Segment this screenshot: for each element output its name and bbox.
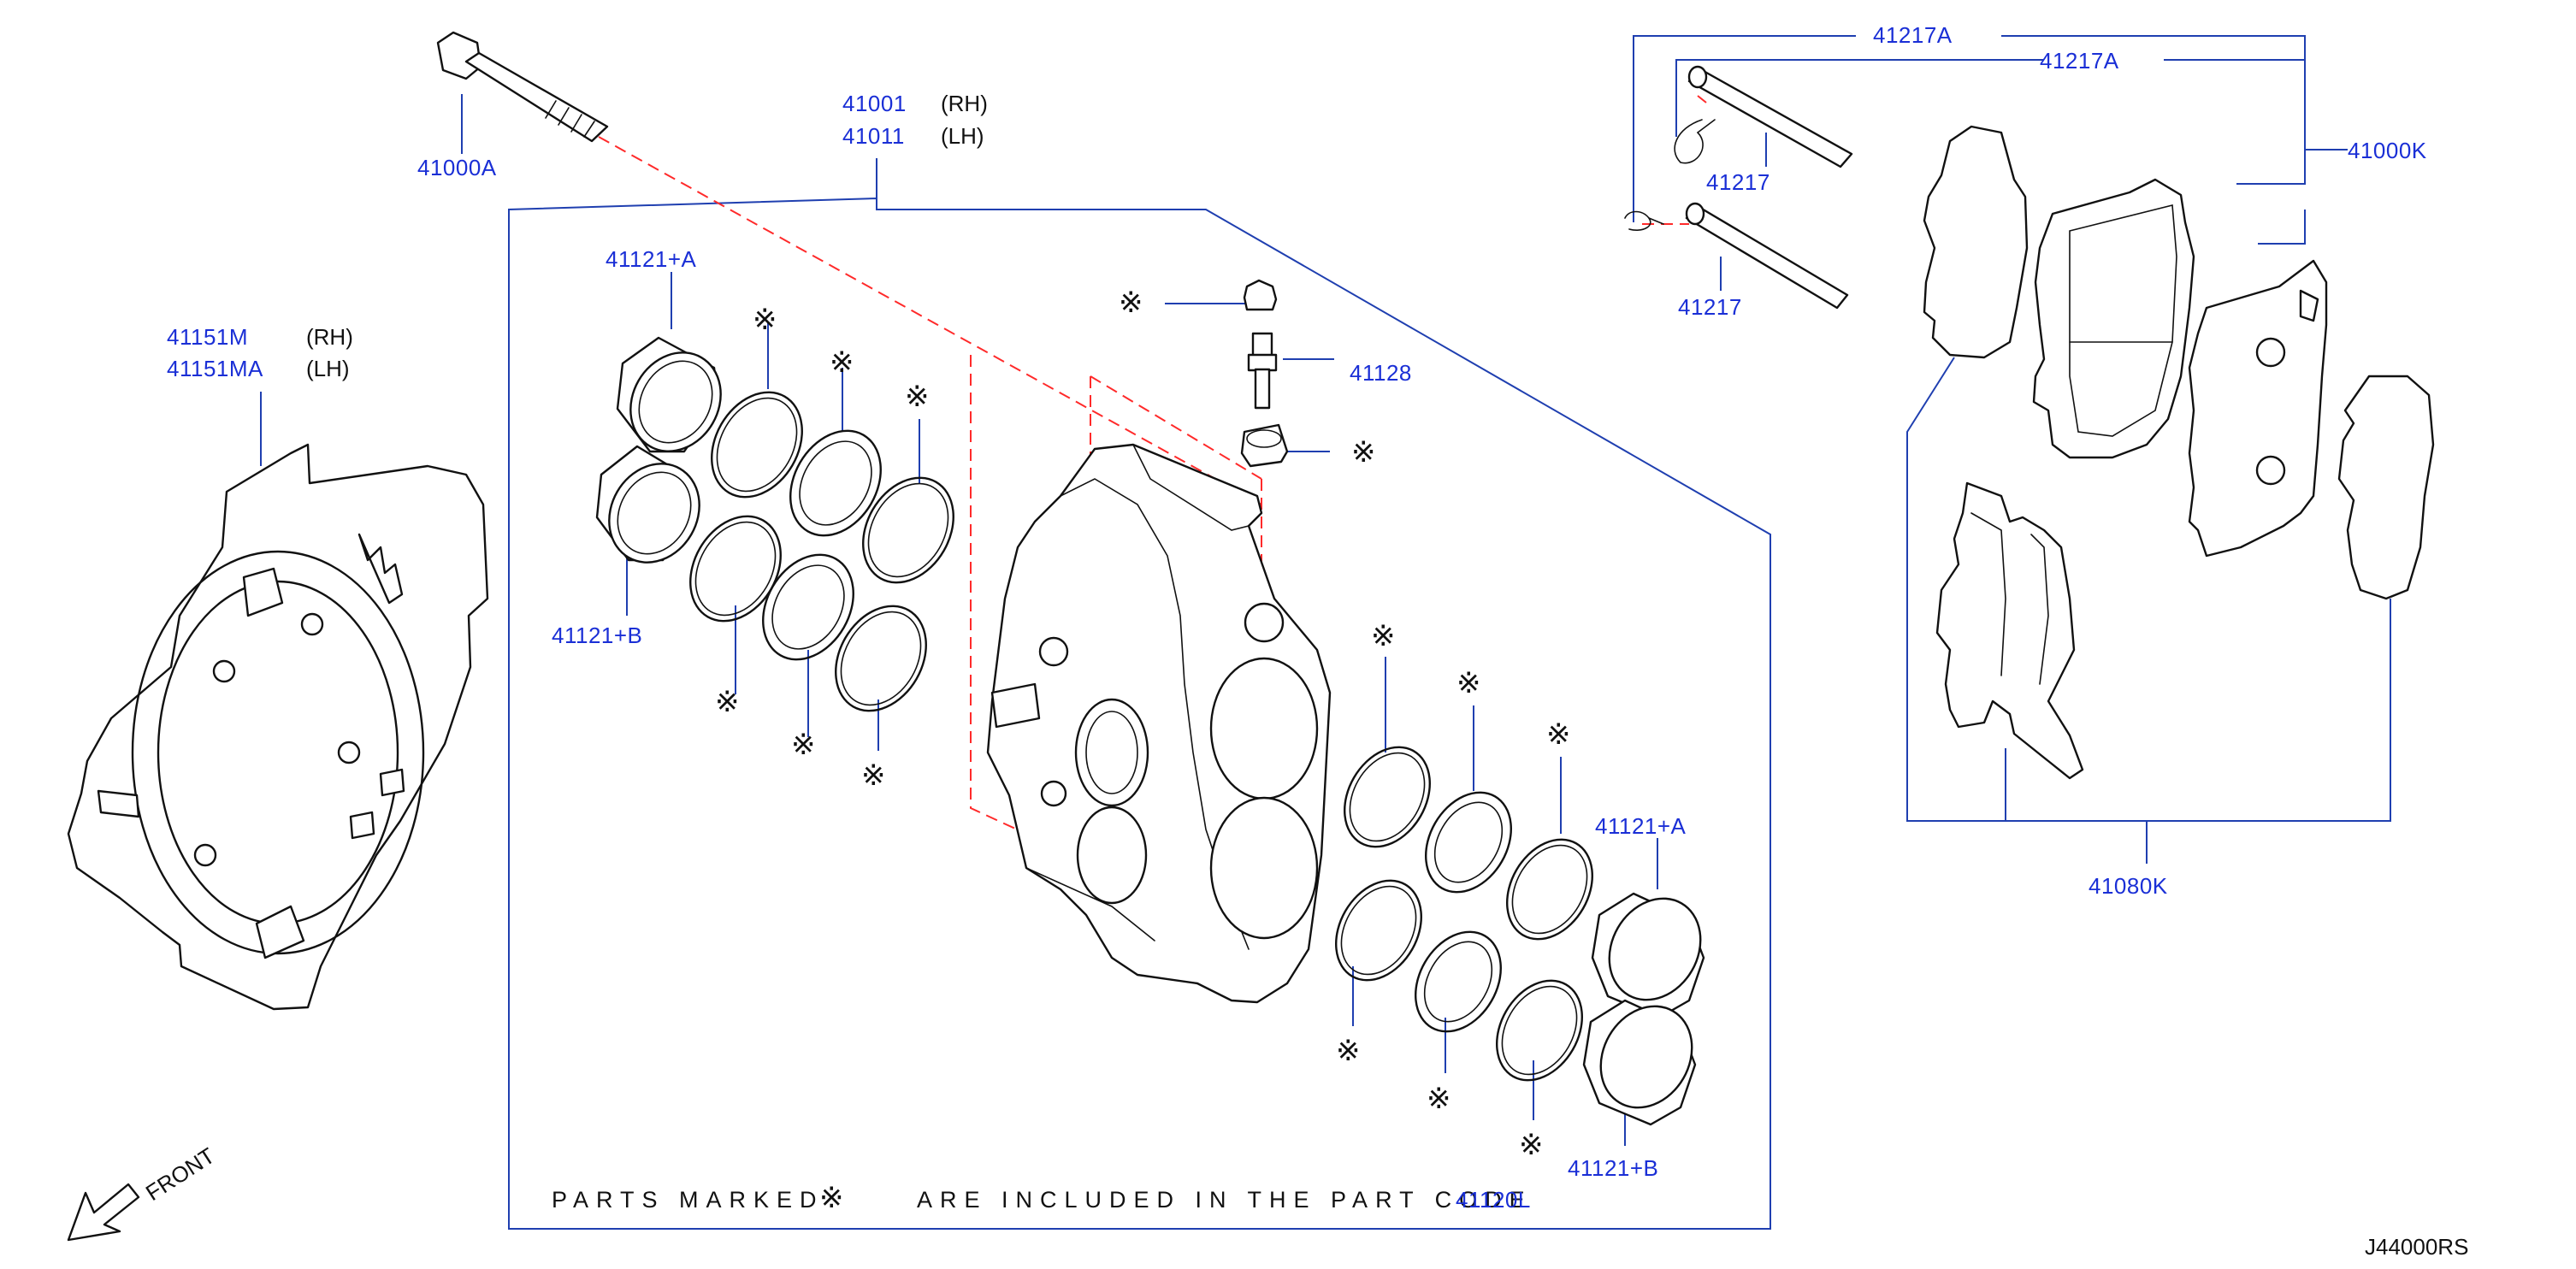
label-bolt: 41000A (417, 155, 497, 180)
label-lh: (LH) (941, 123, 984, 149)
label-pin-2: 41217 (1678, 294, 1742, 320)
piston-right-upper (1591, 892, 1705, 1019)
label-shield-rh: 41151M (167, 324, 248, 350)
label-bleeder: 41128 (1350, 360, 1412, 386)
mark-icon: ※ (1351, 436, 1376, 469)
brake-pad-outer (2032, 178, 2195, 459)
seals-left (689, 391, 954, 712)
mark-icon: ※ (1336, 1035, 1361, 1067)
label-shield-lh: 41151MA (167, 356, 263, 381)
pad-pin-lower (1685, 202, 1849, 310)
label-piston-a-left: 41121+A (606, 246, 697, 272)
piston-left-upper (616, 336, 722, 453)
mark-icon: ※ (1119, 286, 1143, 319)
front-arrow-icon (67, 1183, 140, 1242)
front-label: FRONT (141, 1142, 220, 1206)
caliper-bolt (436, 31, 609, 143)
label-pin-a-2: 41217A (2040, 48, 2119, 74)
bleeder-cap (1243, 279, 1278, 311)
mark-icon: ※ (753, 304, 777, 336)
piston-right-lower (1582, 999, 1697, 1126)
label-shield-rh-side: (RH) (306, 324, 353, 350)
note-mark-icon: ※ (819, 1182, 844, 1214)
label-shield-lh-side: (LH) (306, 356, 350, 381)
mark-icon: ※ (1456, 667, 1481, 699)
caliper-body (986, 443, 1332, 1004)
label-piston-b-right: 41121+B (1568, 1155, 1658, 1181)
mark-icon: ※ (1371, 620, 1396, 652)
brake-pad-inner (2188, 259, 2328, 558)
diagram-code: J44000RS (2365, 1234, 2468, 1260)
label-rh: (RH) (941, 91, 988, 116)
bleeder-screw (1247, 332, 1278, 410)
mark-icon: ※ (1519, 1129, 1544, 1161)
mark-icon: ※ (905, 381, 930, 413)
pin-clip-lower (1624, 210, 1664, 231)
mark-icon: ※ (1546, 718, 1571, 751)
bleeder-sleeve (1240, 423, 1289, 468)
label-pad-kit: 41000K (2348, 138, 2427, 163)
mark-icon: ※ (830, 346, 854, 379)
seals-right (1335, 746, 1593, 1082)
label-piston-a-right: 41121+A (1595, 813, 1687, 839)
part-labels: 41000A 41001 (RH) 41011 (LH) 41151M (RH)… (167, 22, 2427, 1181)
pad-hardware-clip (1935, 481, 2084, 780)
note-line: PARTS MARKED ARE INCLUDED IN THE PART CO… (552, 1187, 1533, 1213)
pad-pin-upper (1687, 65, 1853, 168)
reference-marks: ※ ※ ※ ※ ※ ※ ※ ※ ※ ※ ※ ※ ※ ※ ※ (715, 286, 1571, 1214)
label-seal-kit: 41120L (1456, 1187, 1531, 1213)
label-caliper-rh: 41001 (842, 91, 907, 116)
label-pin-a-1: 41217A (1873, 22, 1953, 48)
dust-shield (67, 443, 489, 1011)
label-piston-b-left: 41121+B (552, 623, 642, 648)
shim-outer (1923, 125, 2029, 359)
pin-clip-upper (1674, 119, 1716, 164)
label-pin-1: 41217 (1706, 169, 1770, 195)
label-caliper-lh: 41011 (842, 123, 905, 149)
label-hardware-kit: 41080K (2089, 873, 2168, 899)
mark-icon: ※ (791, 729, 816, 761)
mark-icon: ※ (861, 759, 886, 792)
note-prefix: PARTS MARKED (552, 1187, 824, 1213)
mark-icon: ※ (715, 686, 740, 718)
note-suffix: ARE INCLUDED IN THE PART CODE (917, 1187, 1533, 1213)
mark-icon: ※ (1427, 1083, 1451, 1115)
piston-left-lower (595, 445, 700, 564)
shim-inner (2337, 375, 2435, 600)
